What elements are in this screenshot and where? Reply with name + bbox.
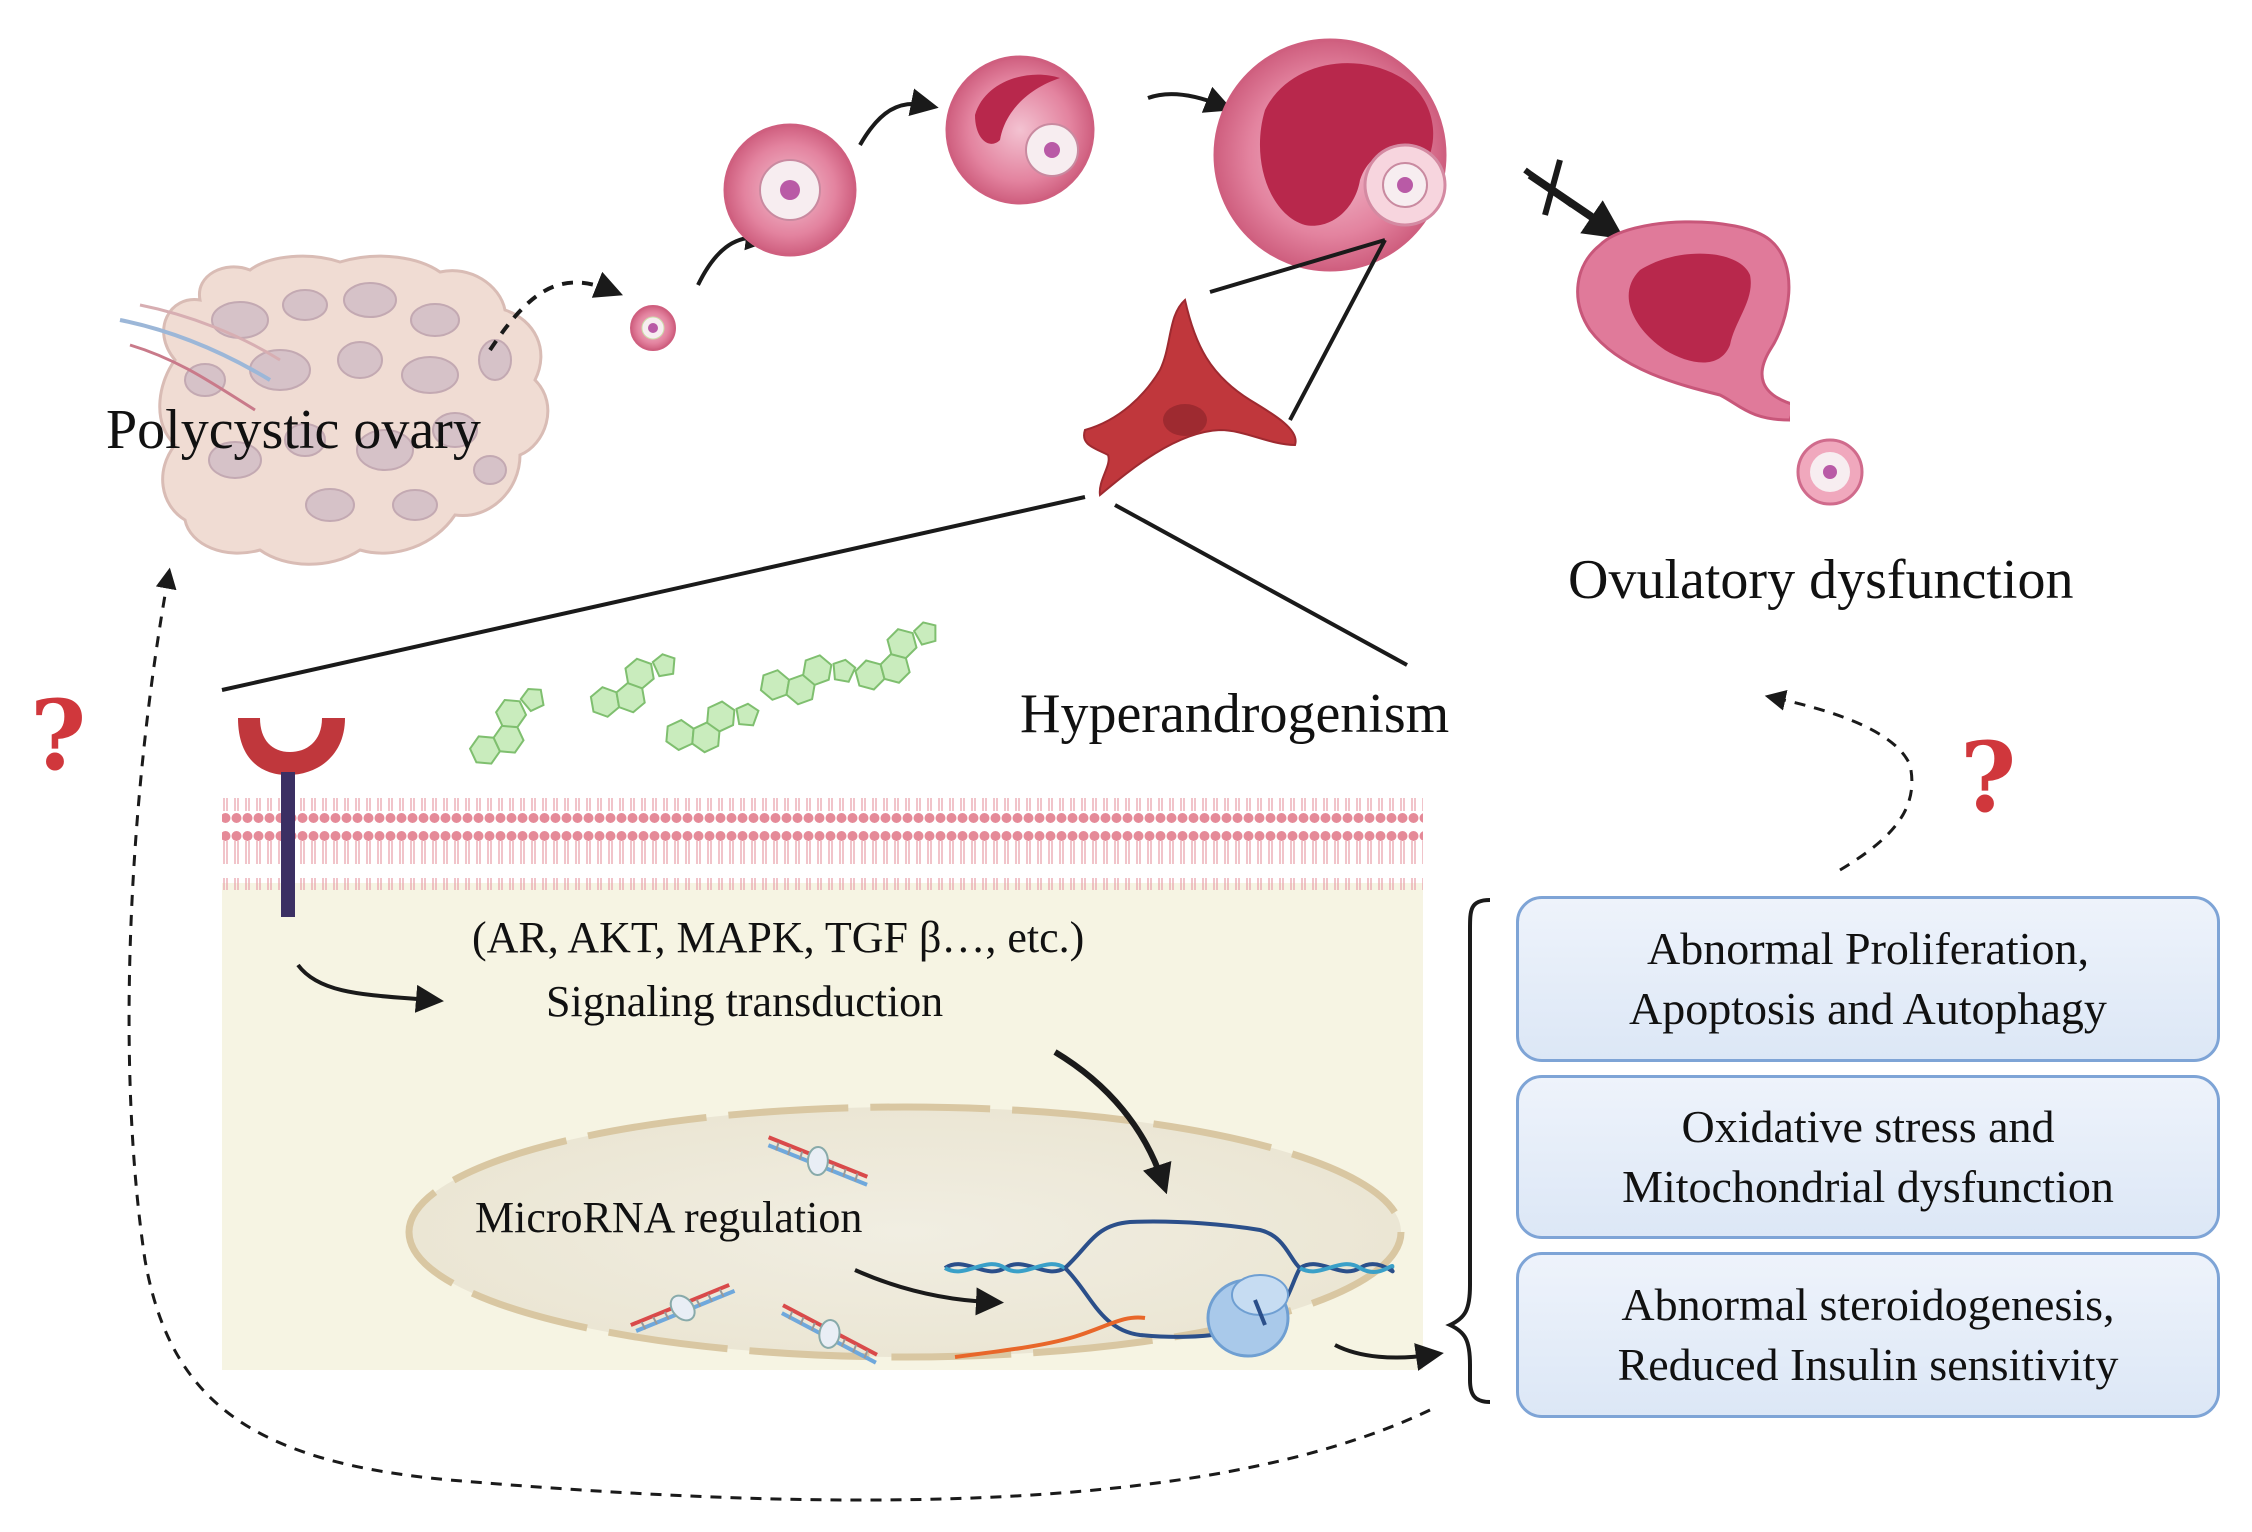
stage-arrow-3 xyxy=(1147,86,1233,113)
stage-arrow-1 xyxy=(696,222,774,286)
question-mark-right: ? xyxy=(1960,721,2017,834)
blocked-arrow-icon xyxy=(1523,159,1625,240)
microrna-arrow xyxy=(854,1268,1004,1316)
curly-brace xyxy=(1445,898,1491,1404)
feedback-arrow-to-ovary xyxy=(127,567,1431,1502)
polycystic-ovary-icon xyxy=(119,254,550,566)
label-ovulatory-dysfunction: Ovulatory dysfunction xyxy=(1568,549,2074,611)
label-signaling-transduction: Signaling transduction xyxy=(546,977,944,1026)
antral-follicle-icon xyxy=(1213,38,1447,272)
outcome-box-line: Apoptosis and Autophagy xyxy=(1629,983,2107,1034)
label-microrna-regulation: MicroRNA regulation xyxy=(475,1193,863,1242)
outcome-box-line: Abnormal steroidogenesis, xyxy=(1621,1279,2115,1331)
oocyte-icon xyxy=(1796,438,1864,506)
question-mark-left: ? xyxy=(30,679,87,792)
stage-arrow-2 xyxy=(858,88,939,146)
outcome-box-proliferation: Abnormal Proliferation, Apoptosis and Au… xyxy=(1516,896,2220,1062)
ovary-to-follicle-arrow xyxy=(488,271,624,352)
outcome-box-line: Reduced Insulin sensitivity xyxy=(1617,1339,2119,1390)
follicle-icon xyxy=(630,305,676,351)
dna-icon xyxy=(943,1219,1395,1359)
follicle-icon xyxy=(723,123,857,257)
label-polycystic-ovary: Polycystic ovary xyxy=(106,399,481,461)
zoom-lines xyxy=(221,238,1408,692)
theca-cell-icon xyxy=(1083,298,1297,497)
outcome-box-oxidative-stress: Oxidative stress and Mitochondrial dysfu… xyxy=(1516,1075,2220,1239)
outcome-box-line: Abnormal Proliferation, xyxy=(1646,923,2089,975)
outcome-arrow xyxy=(1334,1343,1444,1371)
ribosome-icon xyxy=(1206,1274,1290,1358)
outcome-box-line: Mitochondrial dysfunction xyxy=(1622,1161,2114,1212)
cell-membrane xyxy=(222,798,1423,890)
outcome-box-line: Oxidative stress and xyxy=(1681,1101,2055,1153)
outcome-box-steroidogenesis: Abnormal steroidogenesis, Reduced Insuli… xyxy=(1516,1252,2220,1418)
androgen-molecule-icon xyxy=(456,618,949,771)
transduction-arrow xyxy=(1053,1049,1172,1195)
antral-follicle-icon xyxy=(945,55,1095,205)
receptor-icon xyxy=(238,718,345,917)
signaling-arrow xyxy=(296,963,444,1013)
feedback-arrow-to-ovulation xyxy=(1764,689,1914,872)
label-hyperandrogenism: Hyperandrogenism xyxy=(1020,683,1450,745)
ruptured-follicle-icon xyxy=(1576,220,1806,422)
label-signaling-pathways: (AR, AKT, MAPK, TGF β…, etc.) xyxy=(472,913,1085,962)
